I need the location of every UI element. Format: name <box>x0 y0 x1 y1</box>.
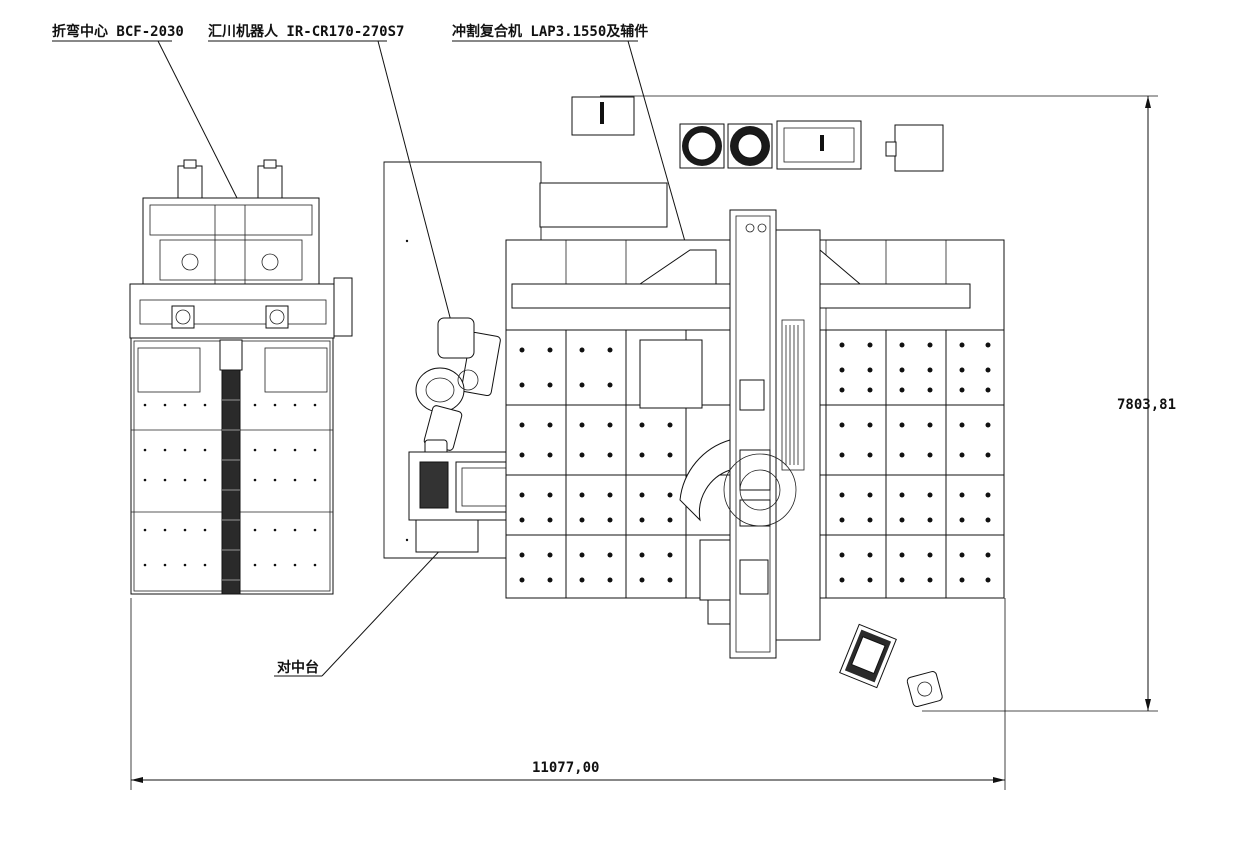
label-robot: 汇川机器人 IR-CR170-270S7 <box>208 23 404 40</box>
auxiliary-units <box>571 96 944 172</box>
dimension-height: 7803,81 <box>600 95 1176 712</box>
small-units <box>839 623 943 708</box>
dimension-width-text: 11077,00 <box>532 760 599 776</box>
leader-punch-shear <box>627 40 689 253</box>
label-punch-shear: 冲割复合机 LAP3.1550及辅件 <box>452 23 648 40</box>
punch-shear-machine <box>638 209 862 659</box>
leader-robot <box>377 40 453 326</box>
dimension-height-text: 7803,81 <box>1117 397 1176 413</box>
leader-bending-center <box>157 40 239 201</box>
label-bending-center: 折弯中心 BCF-2030 <box>52 23 184 40</box>
bending-center-machine <box>129 159 353 595</box>
dimension-width: 11077,00 <box>130 598 1006 790</box>
label-centering-table: 对中台 <box>277 659 319 676</box>
